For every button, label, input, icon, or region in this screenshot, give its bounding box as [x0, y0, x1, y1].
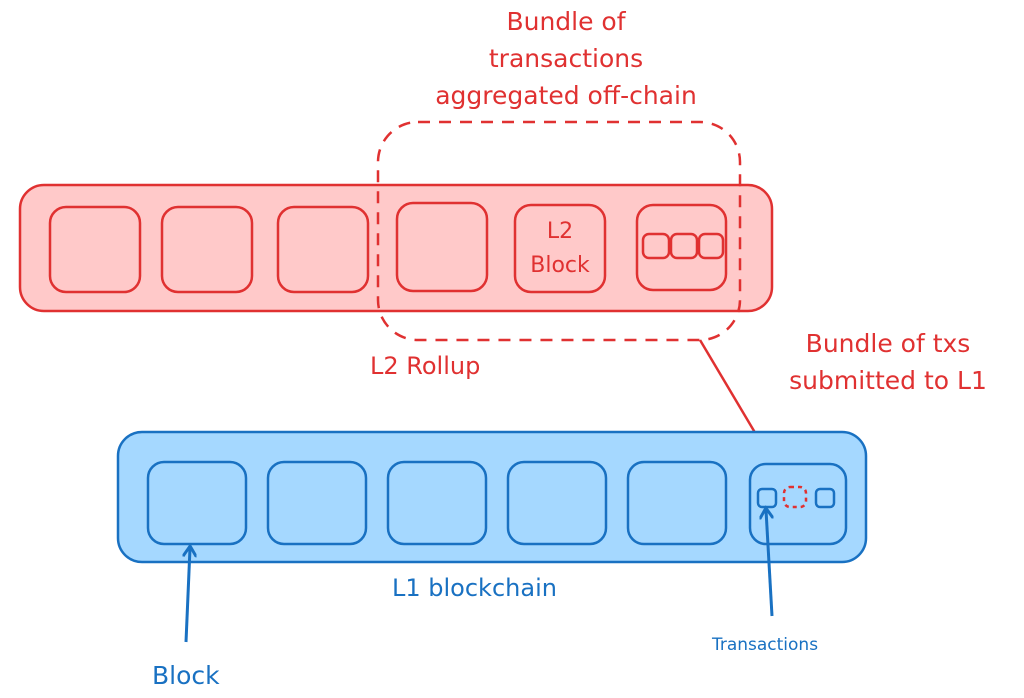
l1-block — [626, 460, 728, 546]
l2-block — [276, 205, 370, 294]
l2-block-transactions — [635, 203, 728, 292]
l2-transaction — [697, 232, 725, 260]
l2-transaction — [641, 232, 671, 260]
l2-transaction — [669, 232, 699, 260]
block-arrow — [186, 548, 190, 643]
l1-blockchain-label: L1 blockchain — [392, 574, 557, 602]
l2-rollup-label: L2 Rollup — [370, 352, 480, 380]
l2-block — [160, 205, 254, 294]
offchain-bundle-annotation-line3: aggregated off-chain — [435, 81, 697, 110]
l2-block-label-line2: Block — [530, 253, 590, 278]
l2-block-label-line1: L2 — [547, 219, 573, 244]
l2-block — [395, 201, 489, 293]
offchain-bundle-annotation-line2: transactions — [489, 44, 643, 73]
submitted-bundle-annotation-line2: submitted to L1 — [789, 366, 987, 395]
l1-block — [506, 460, 608, 546]
l1-block — [386, 460, 488, 546]
l1-transaction — [814, 487, 836, 509]
transactions-annotation: Transactions — [711, 635, 818, 655]
l1-blockchain — [116, 430, 868, 564]
block-annotation: Block — [152, 661, 220, 690]
l1-block — [266, 460, 368, 546]
submitted-bundle-annotation-line1: Bundle of txs — [806, 329, 971, 358]
l1-block-transactions — [748, 462, 848, 546]
l2-block-labeled — [513, 203, 607, 294]
transactions-arrow — [766, 510, 774, 617]
submitted-bundle-placeholder — [782, 485, 808, 509]
offchain-bundle-annotation-line1: Bundle of — [506, 7, 626, 36]
l2-block — [48, 205, 142, 294]
